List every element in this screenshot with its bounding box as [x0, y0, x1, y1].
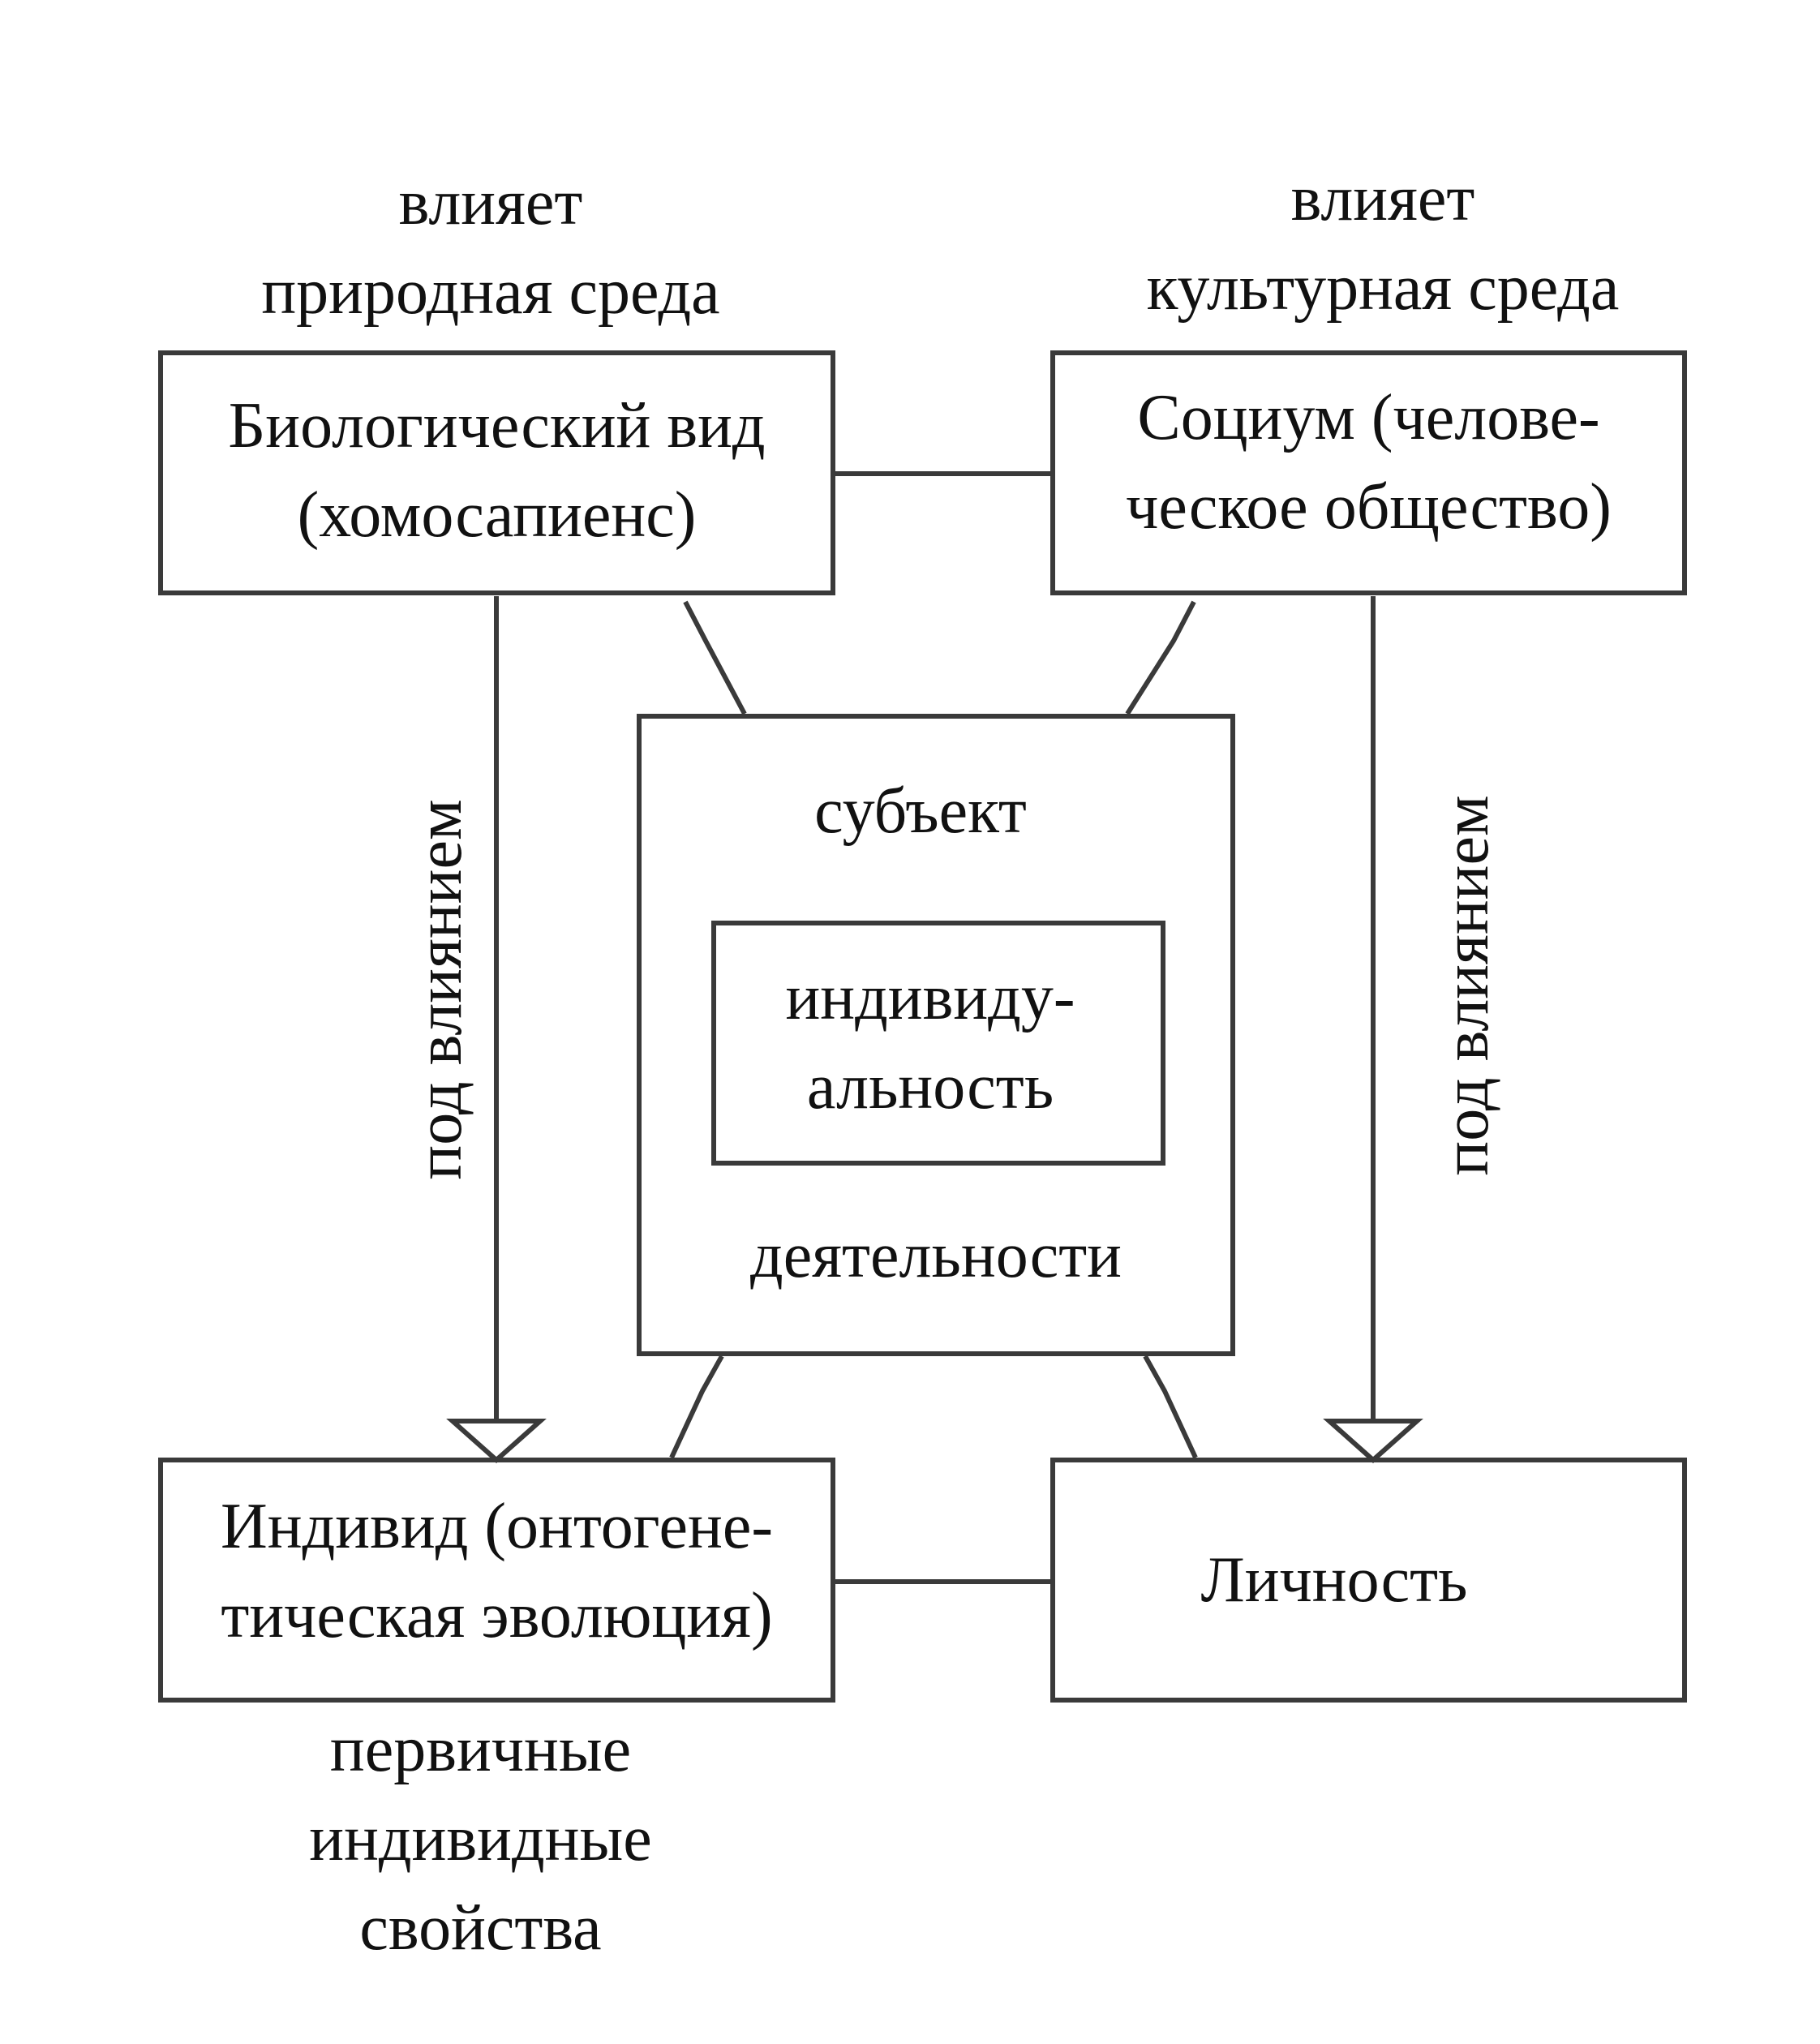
- label-natural-line-2: природная среда: [261, 256, 720, 328]
- text-subject-bottom: деятельности: [750, 1220, 1122, 1291]
- label-cultural-environment: влияет культурная среда: [1079, 154, 1687, 333]
- bottom-label-line-1: первичные: [329, 1714, 632, 1785]
- label-cultural-line-2: культурная среда: [1146, 252, 1620, 324]
- box-biological-species: [158, 350, 835, 595]
- link-species-subject: [683, 600, 747, 715]
- text-personality: Личность: [1200, 1544, 1468, 1616]
- bottom-label-line-2: индивидные: [309, 1803, 652, 1874]
- label-under-influence-left: под влиянием: [404, 799, 475, 1180]
- individual-line-2: тическая эволюция): [221, 1580, 773, 1651]
- label-primary-individual-properties: первичные индивидные свойства: [219, 1705, 742, 1973]
- box-individual: [158, 1458, 835, 1703]
- link-subject-individual: [669, 1355, 724, 1459]
- link-subject-personality: [1143, 1355, 1198, 1459]
- species-line-1: Биологический вид: [228, 390, 766, 462]
- label-natural-environment: влияет природная среда: [187, 158, 795, 337]
- label-cultural-line-1: влияет: [1290, 163, 1475, 234]
- individuality-line-1: индивиду-: [785, 962, 1075, 1033]
- box-society: [1050, 350, 1687, 595]
- arrowhead-right: [1323, 1419, 1423, 1464]
- label-natural-line-1: влияет: [398, 167, 583, 238]
- bottom-label-line-3: свойства: [359, 1892, 602, 1964]
- society-line-1: Социум (челове-: [1137, 382, 1600, 453]
- text-individuality: индивиду- альность: [711, 953, 1149, 1132]
- individual-line-1: Индивид (онтогене-: [221, 1491, 773, 1562]
- text-subject-top: субъект: [814, 775, 1027, 847]
- society-line-2: ческое общество): [1126, 471, 1612, 543]
- box-personality: [1050, 1458, 1687, 1703]
- arrowhead-left: [446, 1419, 547, 1464]
- text-individual: Индивид (онтогене- тическая эволюция): [158, 1482, 835, 1660]
- box-subject: [637, 714, 1235, 1356]
- species-line-2: (хомосапиенс): [297, 479, 697, 551]
- label-under-influence-right: под влиянием: [1431, 795, 1502, 1176]
- text-biological-species: Биологический вид (хомосапиенс): [158, 381, 835, 560]
- box-individuality: [711, 921, 1165, 1166]
- link-society-subject: [1125, 600, 1196, 715]
- individuality-line-2: альность: [806, 1051, 1054, 1123]
- text-society: Социум (челове- ческое общество): [1050, 373, 1687, 552]
